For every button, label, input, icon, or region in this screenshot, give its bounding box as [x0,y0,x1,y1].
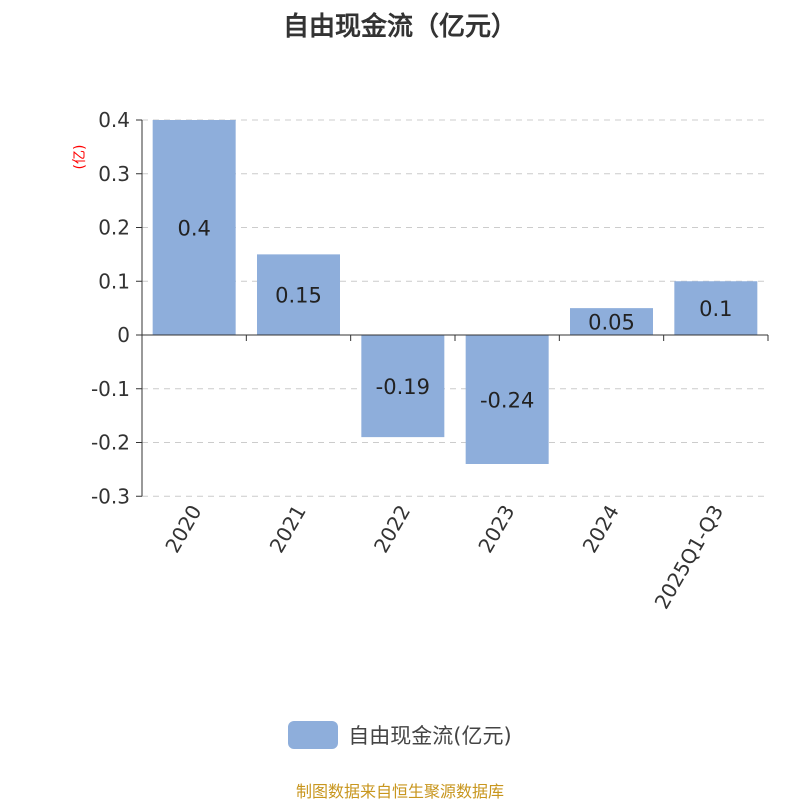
y-tick-label: -0.1 [91,377,130,401]
bar [152,120,236,335]
y-tick-label: -0.2 [91,431,130,455]
bar [465,335,549,464]
x-tick-label: 2020 [160,501,206,557]
legend-label: 自由现金流(亿元) [348,724,512,748]
legend-swatch [288,721,339,749]
y-tick-label: -0.3 [91,484,130,508]
bar [361,335,445,438]
x-tick-label: 2021 [265,501,311,557]
y-tick-label: 0.3 [98,162,130,186]
bar [257,254,340,335]
x-tick-label: 2024 [578,501,624,557]
data-label: 0.1 [699,297,732,321]
data-label: -0.19 [376,375,430,399]
bar [674,281,758,335]
y-tick-label: 0.1 [98,269,130,293]
data-label: 0.4 [177,217,210,241]
data-label: 0.05 [588,311,635,335]
x-tick-label: 2023 [473,501,519,557]
x-tick-label: 2025Q1-Q3 [649,501,728,613]
x-tick-label: 2022 [369,501,415,557]
chart-title: 自由现金流（亿元） [282,12,517,42]
bar [570,308,653,335]
data-label: 0.15 [275,284,322,308]
y-tick-label: 0 [117,323,130,347]
data-label: -0.24 [480,389,534,413]
y-tick-label: 0.4 [98,108,130,132]
source-footer: 制图数据来自恒生聚源数据库 [295,782,504,801]
y-tick-label: 0.2 [98,216,130,240]
y-axis-label: (亿) [72,145,88,170]
legend[interactable]: 自由现金流(亿元) [0,720,800,750]
